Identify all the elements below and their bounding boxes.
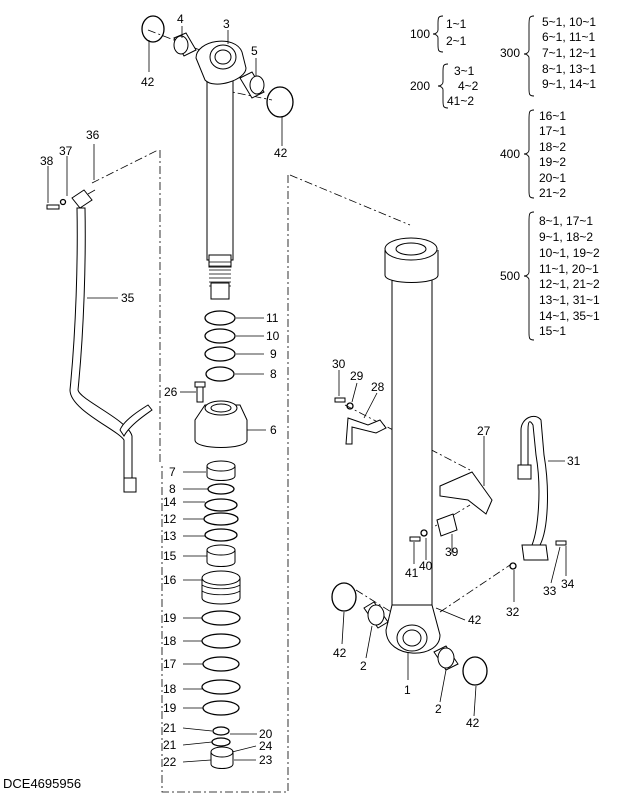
kit-code: 400 [500, 147, 521, 161]
callout-6: 7 [169, 465, 176, 479]
callout-26: 27 [477, 424, 491, 438]
callout-16: 16 [163, 573, 177, 587]
kit-item: 13~1, 31~1 [539, 293, 600, 307]
clamp-and-bracket [334, 397, 493, 542]
kit-item: 10~1, 19~2 [539, 246, 600, 260]
callout-18: 18 [163, 682, 177, 696]
piston-seal-stack [201, 460, 241, 769]
callout-5: 6 [270, 423, 277, 437]
callout-leaders [47, 26, 567, 763]
upper-seal-stack [204, 310, 236, 382]
callout-12: 12 [163, 512, 177, 526]
kit-item: 21~2 [539, 186, 567, 200]
callout-39: 40 [419, 559, 433, 573]
callout-9: 9 [270, 347, 277, 361]
drawing-code: DCE4695956 [3, 776, 82, 791]
callout-19: 19 [163, 701, 177, 715]
kit-item: 11~1, 20~1 [539, 262, 599, 276]
callout-24: 24 [259, 739, 273, 753]
callout-7: 8 [169, 482, 176, 496]
kit-item: 41~2 [447, 94, 475, 108]
kit-item: 9~1, 18~2 [539, 230, 594, 244]
kit-item: 15~1 [539, 324, 567, 338]
callout-36: 37 [59, 144, 73, 158]
callout-31: 32 [506, 605, 520, 619]
kit-item: 2~1 [446, 34, 467, 48]
kit-item: 8~1, 17~1 [539, 214, 594, 228]
kit-item: 12~1, 21~2 [539, 277, 600, 291]
callout-14: 14 [163, 495, 177, 509]
callout-35: 36 [86, 128, 100, 142]
callout-labels: 4 3 5 42 42 11 10 9 8 26 6 7 8 14 12 13 … [40, 12, 581, 769]
kit-code: 100 [410, 27, 431, 41]
callout-2: 2 [360, 659, 367, 673]
callout-41: 42 [468, 613, 482, 627]
callout-40: 41 [405, 566, 419, 580]
rod-bushings [173, 32, 265, 99]
callout-15: 15 [163, 549, 177, 563]
kit-legend-braces [432, 15, 535, 341]
callout-25: 26 [164, 385, 178, 399]
callout-42: 42 [333, 646, 347, 660]
callout-21: 21 [163, 721, 177, 735]
assembly-center-lines [91, 29, 511, 793]
kit-item: 6~1, 11~1 [542, 30, 596, 44]
callout-3: 3 [223, 17, 230, 31]
callout-23: 23 [259, 753, 273, 767]
tube-bushings [363, 601, 459, 671]
callout-20: 20 [259, 727, 273, 741]
callout-34: 35 [121, 291, 135, 305]
callout-22: 22 [163, 755, 177, 769]
callout-42: 42 [466, 716, 480, 730]
callout-37: 38 [40, 154, 54, 168]
callout-10: 10 [266, 329, 280, 343]
callout-28: 29 [350, 369, 364, 383]
kit-code: 500 [500, 269, 521, 283]
kit-item: 20~1 [539, 171, 567, 185]
kit-item: 16~1 [539, 109, 567, 123]
kit-item: 5~1, 10~1 [542, 15, 597, 29]
callout-8: 8 [270, 367, 277, 381]
callout-4: 4 [177, 12, 184, 26]
snap-rings [141, 15, 488, 686]
kit-item: 3~1 [454, 64, 475, 78]
callout-30: 31 [567, 454, 581, 468]
callout-18: 18 [163, 634, 177, 648]
callout-27: 28 [371, 380, 385, 394]
piston-rod-assembly [195, 40, 247, 300]
kit-item: 4~2 [458, 79, 479, 93]
kit-item: 8~1, 13~1 [542, 62, 597, 76]
callout-21: 21 [163, 738, 177, 752]
kit-item: 14~1, 35~1 [539, 309, 600, 323]
callout-42: 42 [274, 146, 288, 160]
kit-item: 18~2 [539, 140, 567, 154]
callout-17: 17 [163, 657, 177, 671]
kit-code: 300 [500, 46, 521, 60]
callout-29: 30 [332, 357, 346, 371]
gland-assembly [194, 381, 248, 448]
callout-11: 11 [266, 311, 279, 325]
kit-item: 17~1 [539, 124, 567, 138]
callout-19: 19 [163, 611, 177, 625]
kit-item: 19~2 [539, 155, 567, 169]
callout-4: 5 [251, 44, 258, 58]
callout-38: 39 [445, 545, 459, 559]
callout-2: 2 [435, 702, 442, 716]
callout-32: 33 [543, 584, 557, 598]
kit-item: 1~1 [446, 17, 467, 31]
callout-1: 1 [404, 683, 411, 697]
callout-33: 34 [561, 577, 575, 591]
callout-42: 42 [141, 75, 155, 89]
left-hydraulic-pipe [46, 189, 153, 493]
right-hydraulic-pipe [509, 415, 567, 570]
kit-code: 200 [410, 79, 431, 93]
kit-item: 7~1, 12~1 [542, 46, 597, 60]
kit-item: 9~1, 14~1 [542, 77, 597, 91]
cylinder-tube [384, 237, 441, 654]
callout-13: 13 [163, 529, 177, 543]
